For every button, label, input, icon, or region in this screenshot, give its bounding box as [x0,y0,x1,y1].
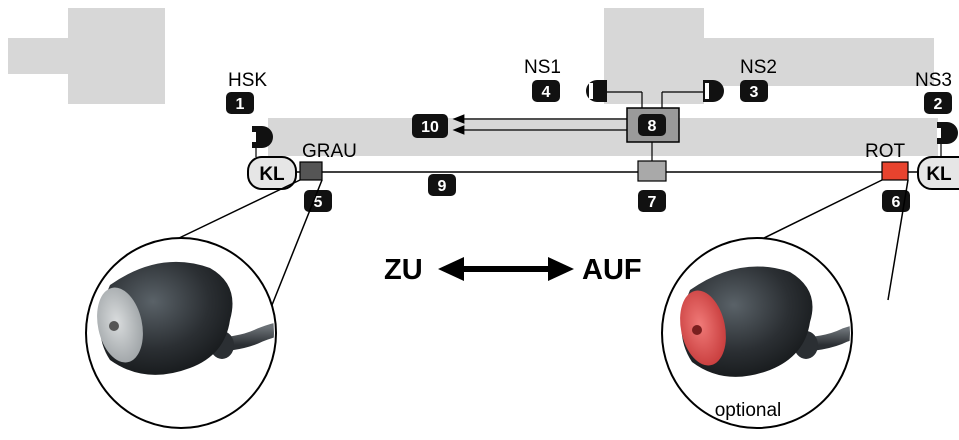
sensor-head-ns1-icon [586,80,607,102]
label-rot: ROT [865,141,906,162]
badge-5: 5 [304,190,332,212]
sensor-head-hsk-icon [252,126,273,157]
badge-2: 2 [924,92,952,114]
kl-label-left: KL [259,164,285,185]
badge-3: 3 [740,80,768,102]
label-optional: optional [715,400,782,421]
grey-sensor-callout [85,237,277,429]
svg-text:5: 5 [314,194,323,211]
svg-text:10: 10 [421,119,439,136]
label-grau: GRAU [302,141,357,162]
leader-red-2 [887,179,909,301]
svg-text:6: 6 [892,194,901,211]
label-zu: ZU [384,254,423,286]
leader-red-1 [759,179,883,241]
badge-9: 9 [428,174,456,196]
kl-label-right: KL [926,164,952,185]
badge-7: 7 [638,190,666,212]
badge-10: 10 [412,114,448,138]
red-sensor-photo [680,266,850,377]
connector-7 [637,160,667,182]
double-arrow-icon [438,257,574,281]
svg-text:1: 1 [236,96,245,113]
svg-text:8: 8 [648,118,657,135]
svg-text:2: 2 [934,96,943,113]
badge-4: 4 [532,80,560,102]
grey-sensor-photo [97,261,274,375]
svg-text:9: 9 [438,178,447,195]
svg-text:3: 3 [750,84,759,101]
wall-panel-right [604,38,934,86]
red-sensor-callout: optional [661,237,853,429]
badge-8: 8 [638,114,666,136]
wall-panel-left [8,38,165,74]
label-hsk: HSK [228,70,267,91]
kl-block-right [917,156,959,190]
sensor-head-ns2-icon [703,80,724,102]
badge-1: 1 [226,92,254,114]
label-ns2: NS2 [740,57,777,78]
kl-block-left [247,156,297,190]
svg-text:7: 7 [648,194,657,211]
sensor-head-ns3-icon [937,122,958,157]
label-auf: AUF [582,254,642,286]
label-ns3: NS3 [915,70,952,91]
label-ns1: NS1 [524,57,561,78]
rot-connector [881,161,909,181]
svg-text:4: 4 [542,84,551,101]
door-leaf-panel [268,118,938,156]
grau-connector [299,161,323,181]
